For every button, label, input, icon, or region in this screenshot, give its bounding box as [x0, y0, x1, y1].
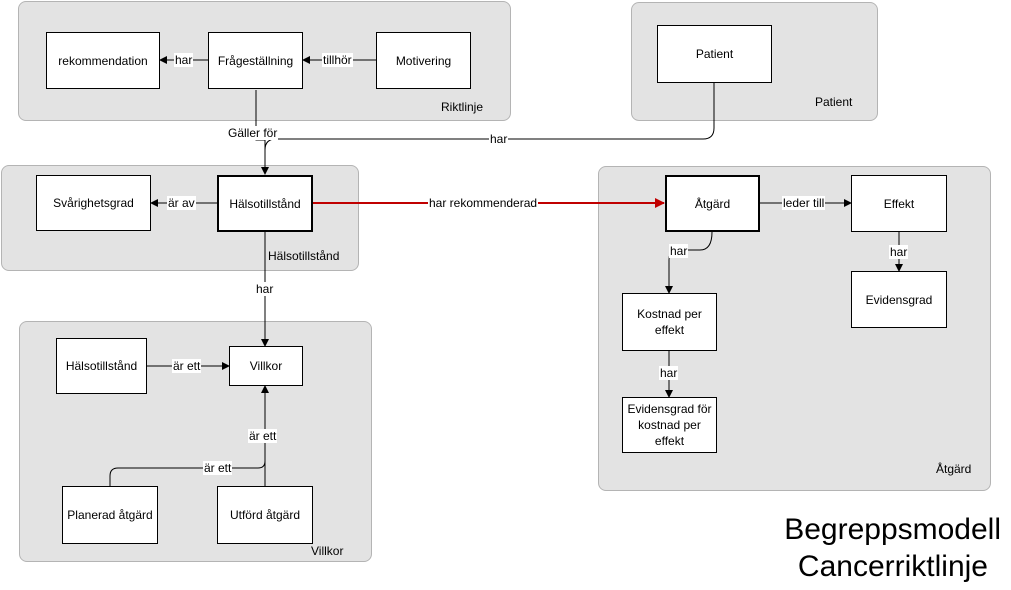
edge-label-ar-ett-halso: är ett	[172, 359, 202, 373]
node-kostnad-per-effekt[interactable]: Kostnad per effekt	[622, 293, 717, 351]
edge-label-ar-ett-utford: är ett	[248, 429, 278, 443]
edge-label-ar-ett-planerad: är ett	[203, 461, 233, 475]
group-atgard-label: Åtgärd	[936, 462, 972, 476]
node-villkor-halsotillstand[interactable]: Hälsotillstånd	[56, 338, 147, 394]
group-halsotillstand-label: Hälsotillstånd	[268, 249, 340, 263]
node-evidensgrad-kostnad[interactable]: Evidensgrad för kostnad per effekt	[622, 397, 717, 453]
node-utford-atgard[interactable]: Utförd åtgärd	[217, 486, 313, 544]
node-rekommendation[interactable]: rekommendation	[46, 32, 160, 89]
node-villkor[interactable]: Villkor	[229, 346, 303, 386]
edge-label-har-rekommenderad: har rekommenderad	[428, 196, 539, 210]
diagram-title-line2: Cancerriktlinje	[797, 550, 988, 583]
group-patient-label: Patient	[815, 95, 853, 109]
edge-label-atgard-har: har	[669, 244, 689, 258]
node-planerad-atgard[interactable]: Planerad åtgärd	[62, 486, 158, 544]
edge-label-kostnad-har: har	[659, 366, 679, 380]
edge-label-leder-till: leder till	[782, 196, 826, 210]
node-motivering[interactable]: Motivering	[376, 32, 471, 89]
node-effekt[interactable]: Effekt	[851, 175, 947, 232]
edge-planerad-villkor	[109, 460, 266, 486]
edge-patient-halsotillstand	[264, 83, 715, 151]
edge-atgard-kostnad	[665, 231, 713, 294]
edge-label-tillhor: tillhör	[322, 53, 353, 67]
edge-fragestallning-halsotillstand	[255, 90, 269, 175]
edge-label-patient-har: har	[489, 132, 509, 146]
node-svarighetsgrad[interactable]: Svårighetsgrad	[36, 175, 151, 231]
edge-label-effekt-har: har	[889, 245, 909, 259]
group-villkor-label: Villkor	[311, 544, 344, 558]
node-halsotillstand[interactable]: Hälsotillstånd	[217, 175, 313, 232]
edge-label-halso-har: har	[255, 282, 275, 296]
node-atgard[interactable]: Åtgärd	[665, 175, 760, 232]
diagram-title-line1: Begreppsmodell	[784, 513, 1001, 546]
edge-label-har-rek: har	[174, 53, 194, 67]
edge-label-galler-for: Gäller för	[227, 126, 279, 140]
node-patient[interactable]: Patient	[657, 25, 772, 83]
node-evidensgrad[interactable]: Evidensgrad	[851, 271, 947, 328]
edge-label-ar-av: är av	[167, 196, 196, 210]
group-riktlinje-label: Riktlinje	[441, 100, 484, 114]
node-fragestallning[interactable]: Frågeställning	[208, 32, 303, 89]
